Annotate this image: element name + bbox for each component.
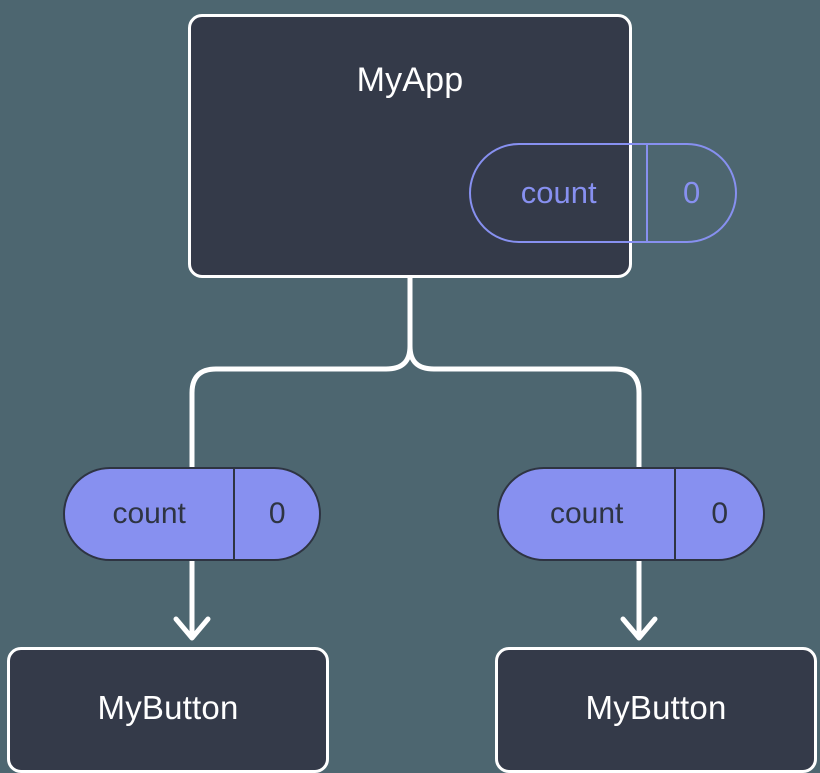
component-label-myapp: MyApp <box>356 61 464 99</box>
arrow-head-left <box>173 616 211 641</box>
state-pill-myapp-count[interactable]: count 0 <box>469 143 737 243</box>
prop-value-label: 0 <box>233 469 319 559</box>
component-node-mybutton-left[interactable]: MyButton <box>7 647 329 773</box>
branch-connector-path <box>407 275 642 470</box>
prop-key-label: count <box>549 497 624 530</box>
state-key-label: count <box>520 175 597 210</box>
component-node-myapp[interactable]: MyApp count 0 <box>188 14 737 278</box>
prop-key-label: count <box>112 497 186 530</box>
prop-value-label: 0 <box>674 469 763 559</box>
prop-pill-left-count[interactable]: count 0 <box>63 467 321 561</box>
branch-connector-path-left <box>189 343 413 470</box>
component-label-mybutton: MyButton <box>97 689 239 726</box>
component-label-mybutton: MyButton <box>585 689 727 726</box>
component-node-mybutton-right[interactable]: MyButton <box>495 647 817 773</box>
state-value-label: 0 <box>646 145 735 241</box>
arrow-head-right <box>620 616 658 641</box>
prop-pill-right-count[interactable]: count 0 <box>497 467 765 561</box>
